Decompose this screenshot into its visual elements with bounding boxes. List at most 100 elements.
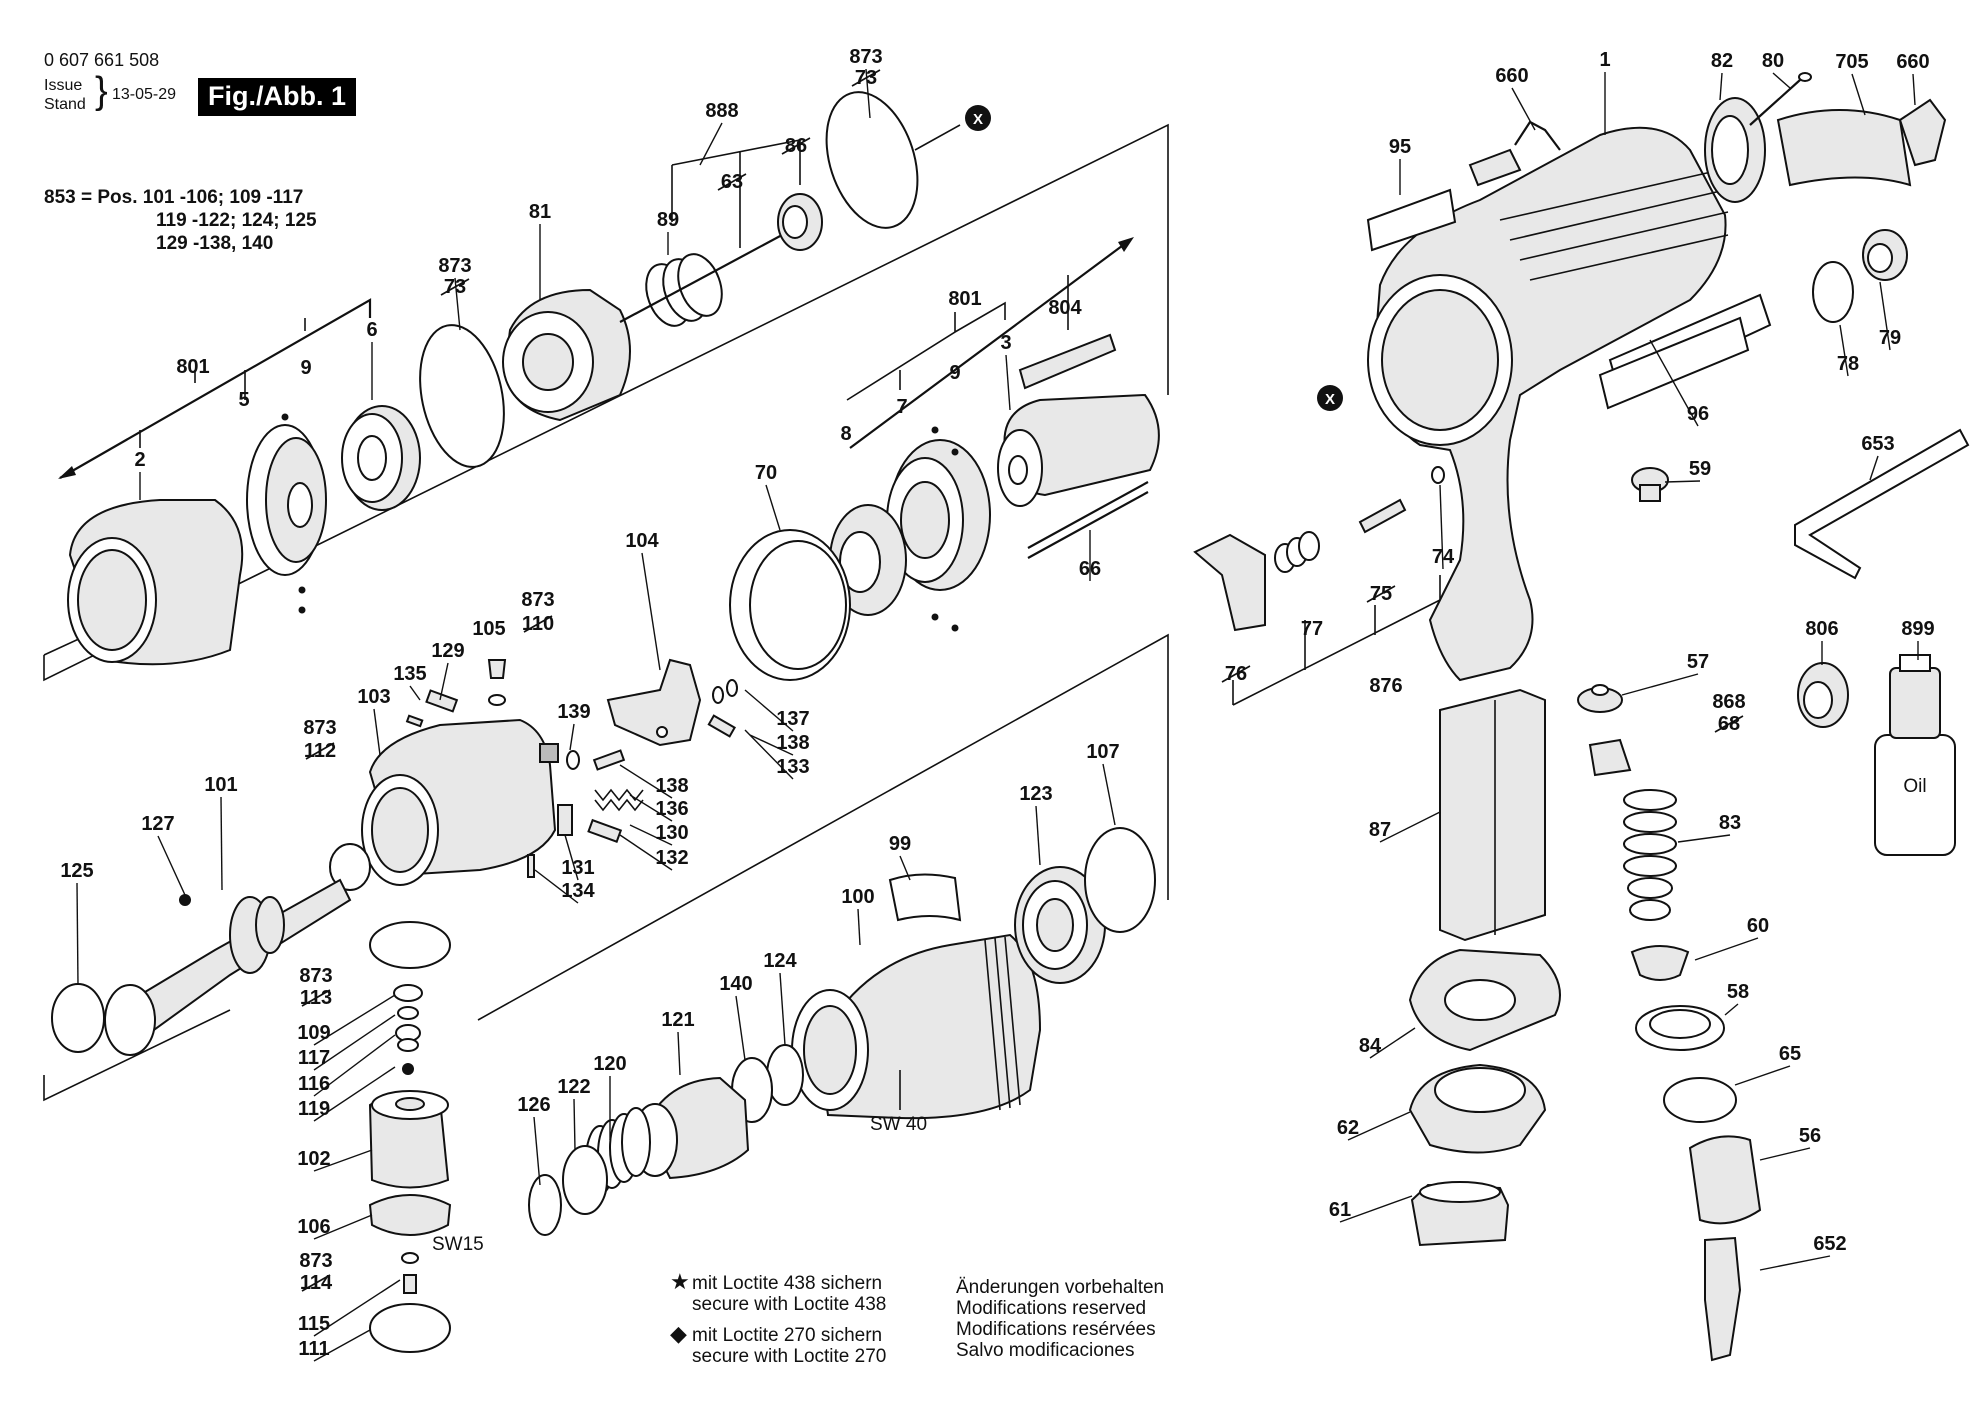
callout-number: 117 <box>298 1047 330 1069</box>
leader-line <box>1759 1255 1831 1271</box>
part-57-valve <box>1577 684 1623 713</box>
arrow-head-left <box>58 466 76 479</box>
callout-number: 126 <box>517 1094 550 1116</box>
callout-number: 102 <box>297 1148 330 1170</box>
loctite-270-de: mit Loctite 270 sichern <box>692 1325 883 1346</box>
callout-number: 806 <box>1805 618 1838 640</box>
callout-number: 873 <box>299 965 332 987</box>
o-ring-73-top <box>825 91 919 229</box>
part-80-screw <box>1749 72 1812 126</box>
leader-line <box>744 689 794 732</box>
leader-line <box>677 1031 681 1076</box>
callout-number: 3 <box>1000 332 1011 354</box>
part-66-blades <box>1027 481 1149 559</box>
part-6-bearing <box>341 405 421 511</box>
part-56-connector <box>1688 1135 1762 1225</box>
part-96-label <box>1598 316 1750 410</box>
callout-number: 80 <box>1762 50 1784 72</box>
leader-line <box>1734 1065 1791 1086</box>
leader-line <box>1649 339 1699 427</box>
callout-number: 82 <box>1711 50 1733 72</box>
callout-number: 135 <box>393 663 426 685</box>
part-122-ring <box>562 1145 608 1215</box>
valve-stem <box>619 227 796 323</box>
loctite-270-note: ◆mit Loctite 270 sichern secure with Loc… <box>670 1323 887 1368</box>
leader-line <box>1621 673 1699 696</box>
callout-number: 9 <box>949 362 960 384</box>
part-139-ring <box>566 750 580 770</box>
callout-number: 103 <box>357 686 390 708</box>
x-marker-right <box>1317 385 1343 411</box>
callout-number: 105 <box>472 618 505 640</box>
part-62-ring <box>1408 1063 1547 1154</box>
part-86-valve-disc <box>777 193 823 251</box>
callout-number: 107 <box>1086 741 1119 763</box>
callout-number: 138 <box>655 775 688 797</box>
leader-line <box>641 552 661 671</box>
callout-number: 801 <box>948 288 981 310</box>
leader-line <box>573 1098 576 1151</box>
callout-number: 65 <box>1779 1043 1801 1065</box>
strike-mark <box>440 278 470 296</box>
callout-number: 89 <box>657 209 679 231</box>
loctite-270-en: secure with Loctite 270 <box>692 1346 887 1367</box>
leader-line <box>735 995 746 1061</box>
callout-number: 123 <box>1019 783 1052 805</box>
callout-number: 873 <box>303 717 336 739</box>
leader-line <box>765 484 781 531</box>
callout-number: 660 <box>1896 51 1929 73</box>
part-105-screw <box>487 659 507 706</box>
issue-label-de: Stand <box>44 96 86 113</box>
leader-line <box>313 1279 401 1337</box>
callout-number: 115 <box>298 1313 330 1335</box>
part-89-spring <box>645 253 723 327</box>
leader-line <box>1339 1195 1413 1223</box>
part-899-oil-bottle <box>1874 654 1956 856</box>
part-1-housing <box>1367 126 1772 682</box>
strike-mark <box>523 615 553 633</box>
part-134-pin <box>527 854 535 878</box>
callout-number: 131 <box>561 857 594 879</box>
callout-number: 124 <box>763 950 797 972</box>
part-60-screen <box>1630 945 1690 981</box>
callout-number: 101 <box>204 774 237 796</box>
part-3-rotor <box>997 393 1160 507</box>
callout-number: 100 <box>841 886 874 908</box>
o-ring-73-upper <box>419 324 505 468</box>
leader-line <box>1839 324 1849 377</box>
o-ring-112 <box>329 843 371 891</box>
callout-number: 873 <box>521 589 554 611</box>
leader-line <box>439 662 449 701</box>
part-705-cover <box>1776 109 1912 187</box>
mod-en: Modifications reserved <box>956 1298 1147 1319</box>
modifications-note: Änderungen vorbehalten Modifications res… <box>956 1277 1164 1361</box>
part-660-clip-left <box>1468 120 1561 187</box>
leader-line <box>313 1014 396 1071</box>
callout-number: 79 <box>1879 327 1901 349</box>
leader-line <box>1347 1111 1411 1141</box>
callout-layer: 8737388886638981873738015962801804938770… <box>60 46 1935 1362</box>
leader-line <box>1511 87 1536 131</box>
callout-number: 84 <box>1359 1035 1382 1057</box>
leader-line <box>1102 763 1116 826</box>
callout-number: 139 <box>557 701 590 723</box>
leader-line <box>313 1329 371 1362</box>
leader-line <box>1005 354 1011 411</box>
part-74-o-ring <box>1431 466 1445 484</box>
leader-line <box>220 796 223 891</box>
o-ring-lower <box>369 921 451 969</box>
callout-number: 95 <box>1389 136 1411 158</box>
callout-number: 873 <box>438 255 471 277</box>
callout-number: 876 <box>1369 675 1402 697</box>
callout-number: 7 <box>896 396 907 418</box>
callout-number: 81 <box>529 201 551 223</box>
loctite-438-de: mit Loctite 438 sichern <box>692 1273 883 1294</box>
issue-label: Issue Stand <box>44 76 86 114</box>
callout-number: 122 <box>557 1076 590 1098</box>
part-87-filter <box>1439 688 1546 942</box>
leader-line <box>569 723 575 751</box>
callout-number: 136 <box>655 798 688 820</box>
part-133-screw <box>707 714 736 738</box>
part-2-cylinder <box>67 499 244 666</box>
